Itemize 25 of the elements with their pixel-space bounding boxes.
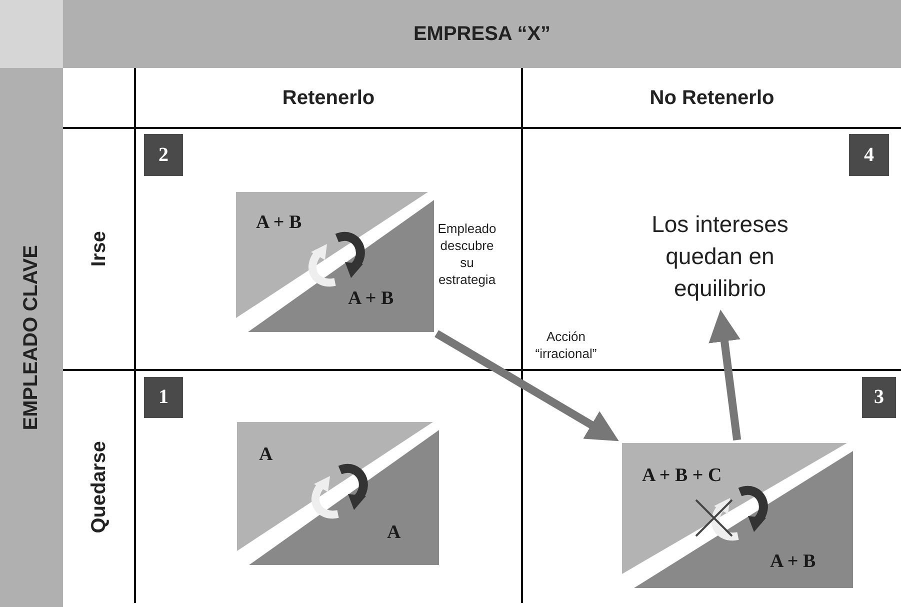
term-label: A + B bbox=[256, 212, 302, 234]
header-text: EMPLEADO CLAVE bbox=[20, 244, 43, 430]
split-box bbox=[622, 443, 853, 588]
arrow bbox=[434, 330, 619, 442]
header-band bbox=[63, 0, 901, 68]
quadrant-number: 3 bbox=[862, 377, 896, 418]
quadrant-number: 4 bbox=[849, 134, 889, 176]
term-label: A + B bbox=[770, 551, 816, 573]
header-text: Irse bbox=[88, 231, 110, 267]
quadrant-number: 1 bbox=[144, 377, 183, 418]
arrow bbox=[708, 310, 742, 441]
header-text: Quedarse bbox=[88, 440, 110, 534]
side-band bbox=[0, 68, 63, 607]
header-text: Retenerlo bbox=[282, 86, 375, 110]
outcome-text: Los intereses quedan en equilibrio bbox=[630, 208, 810, 306]
term-label: A + B bbox=[348, 288, 394, 310]
split-box bbox=[237, 422, 439, 565]
term-label: A bbox=[259, 444, 273, 466]
header-text: No Retenerlo bbox=[650, 86, 774, 110]
header-text: EMPRESA “X” bbox=[413, 22, 551, 46]
annotation-text: Empleado descubre su estrategia bbox=[436, 220, 498, 288]
term-label: A + B + C bbox=[642, 465, 722, 487]
term-label: A bbox=[387, 522, 401, 544]
quadrant-number: 2 bbox=[144, 134, 183, 176]
split-box bbox=[236, 192, 434, 332]
